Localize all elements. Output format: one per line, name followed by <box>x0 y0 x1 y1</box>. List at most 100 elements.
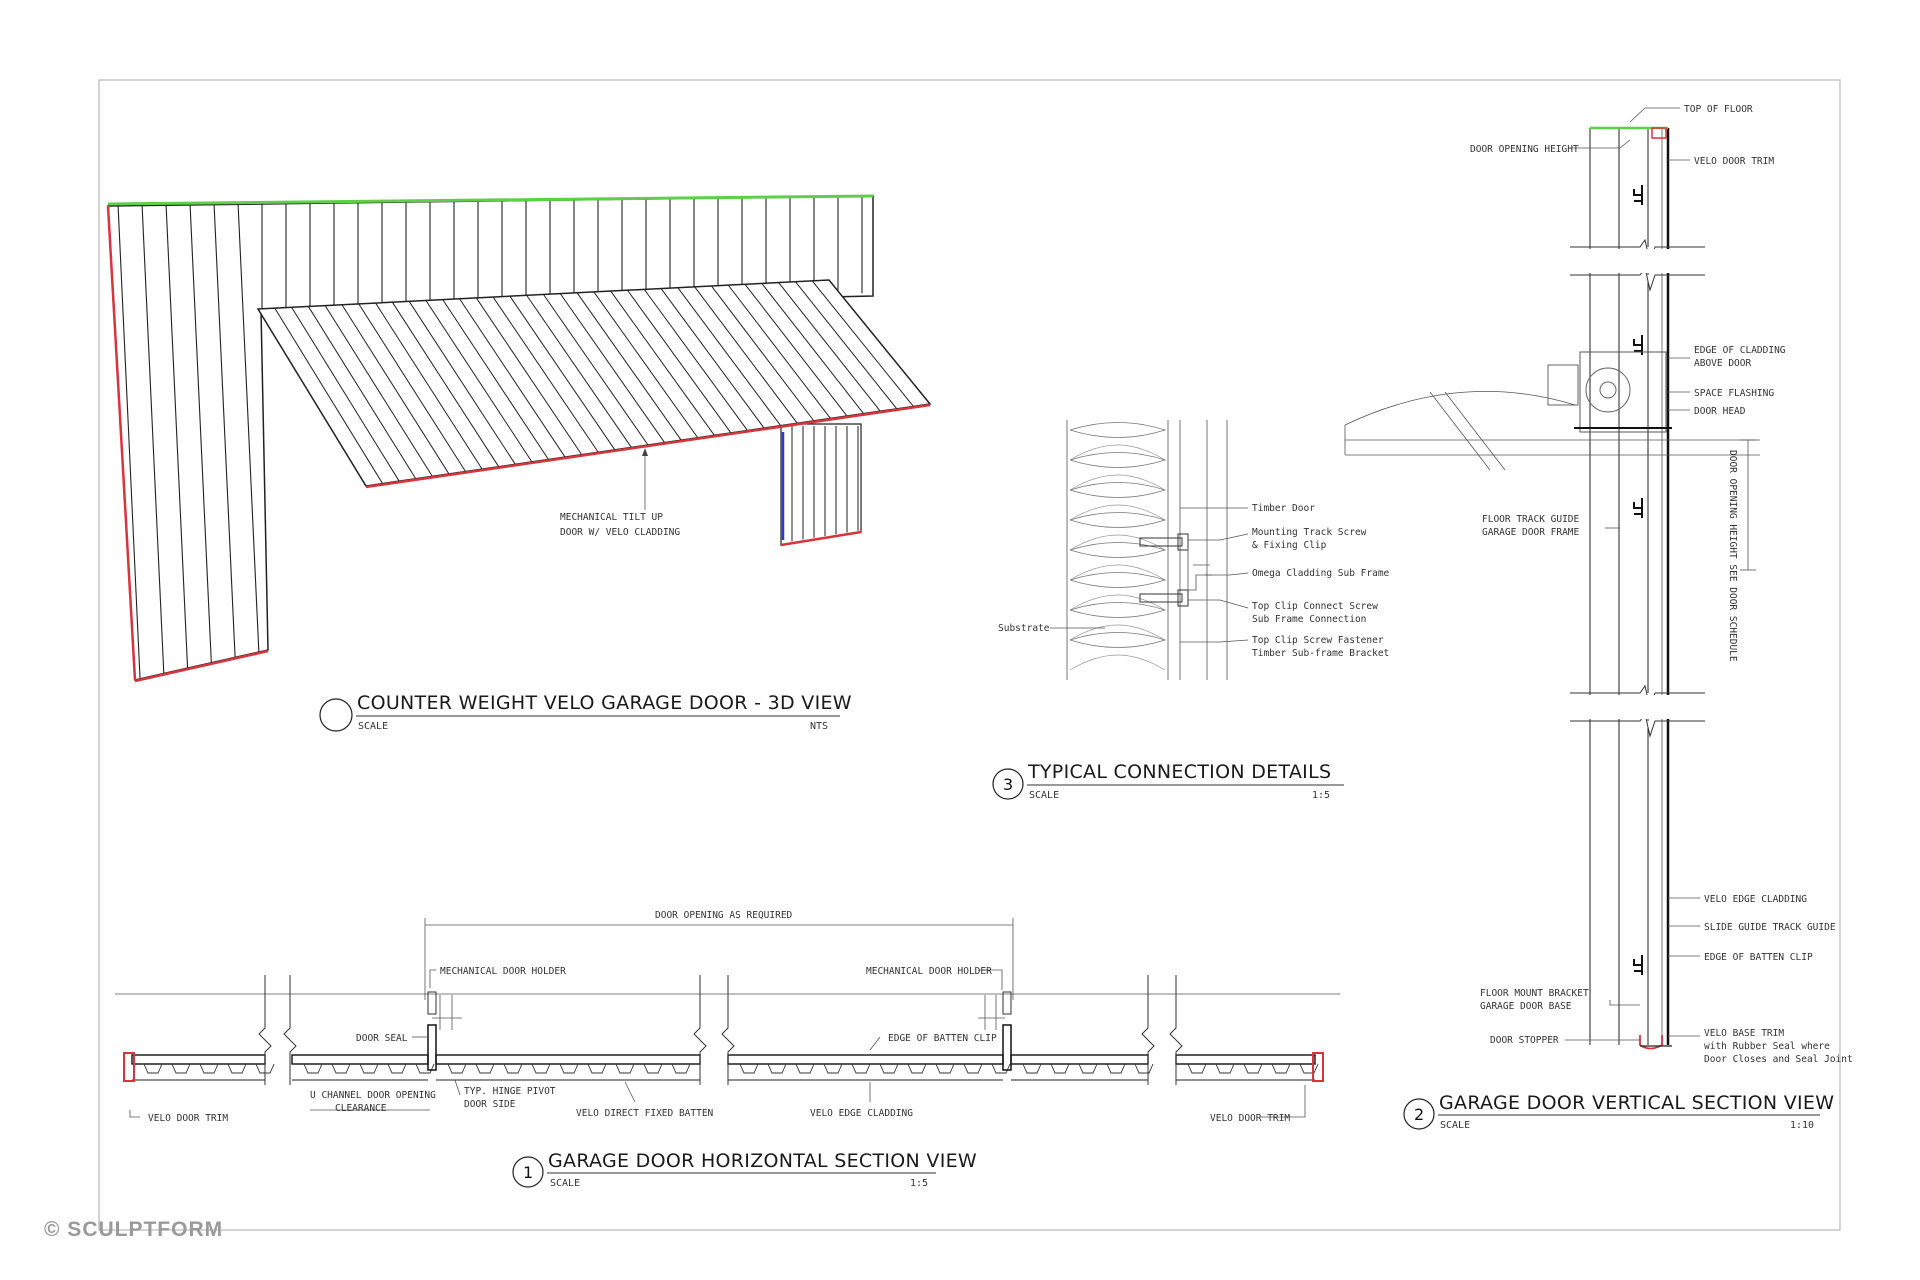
note-mech-door-holder-right: MECHANICAL DOOR HOLDER <box>866 966 992 977</box>
door-holders <box>427 991 1012 1071</box>
scale-label-3d: SCALE <box>358 721 388 732</box>
view-connection-detail: Timber Door Mounting Track Screw & Fixin… <box>998 420 1390 680</box>
clip-profile <box>143 1063 163 1074</box>
note-edge-batten-clip-h: EDGE OF BATTEN CLIP <box>888 1033 997 1044</box>
clip-profile <box>767 1063 787 1074</box>
door-board-line <box>408 301 516 465</box>
note-seal-joint: Door Closes and Seal Joint <box>1704 1054 1853 1065</box>
insulation-loop <box>1069 602 1167 618</box>
cladding-strip <box>435 1054 701 1065</box>
detail-number-1: 1 <box>523 1163 533 1182</box>
door-board-line <box>778 282 881 412</box>
scale-value-connection: 1:5 <box>1312 790 1330 801</box>
wall-board-line <box>117 203 141 680</box>
wall-board-line <box>141 203 165 675</box>
note-fixing-clip: & Fixing Clip <box>1252 540 1327 551</box>
clip-profile <box>387 1063 407 1074</box>
cladding-strip <box>727 1054 1004 1065</box>
break-line <box>1141 975 1155 1085</box>
note-velo-edge-cladding-h: VELO EDGE CLADDING <box>810 1108 913 1119</box>
cladding-strip <box>131 1054 266 1065</box>
clip-profile <box>303 1063 323 1074</box>
wall-bottom-edge <box>134 649 269 683</box>
dim-door-opening: DOOR OPENING AS REQUIRED <box>655 910 793 921</box>
clip-profile <box>475 1063 495 1074</box>
insulation-loop <box>1069 542 1167 558</box>
insulation-loop <box>1069 474 1166 491</box>
clip-profile <box>415 1063 435 1074</box>
note-hinge-pivot: TYP. HINGE PIVOT <box>464 1086 556 1097</box>
pier-bottom-edge <box>780 530 862 547</box>
insulation-loop <box>1069 624 1166 641</box>
note-floor-mount-bracket: FLOOR MOUNT BRACKET <box>1480 988 1589 999</box>
insulation-loop <box>1069 482 1167 498</box>
clip-profile <box>739 1063 759 1074</box>
note-clearance: CLEARANCE <box>335 1103 387 1114</box>
clip-profile <box>991 1063 1011 1074</box>
clip-profile <box>1106 1063 1126 1074</box>
title-block-connection: 3 TYPICAL CONNECTION DETAILS SCALE 1:5 <box>992 761 1344 801</box>
note-track-screw: Mounting Track Screw <box>1252 527 1367 538</box>
clip-profile <box>823 1063 843 1074</box>
note-floor-track-guide: FLOOR TRACK GUIDE <box>1482 514 1580 525</box>
note-garage-door-base: GARAGE DOOR BASE <box>1480 1001 1572 1012</box>
clip <box>1633 955 1643 975</box>
wall-board-line <box>189 203 212 664</box>
note-u-channel-opening: U CHANNEL DOOR OPENING <box>310 1090 436 1101</box>
clip-profile <box>935 1063 955 1074</box>
door-board-line <box>341 304 450 475</box>
door-board-line <box>761 283 865 414</box>
title-vertical-section: GARAGE DOOR VERTICAL SECTION VIEW <box>1439 1092 1834 1114</box>
note-direct-fixed-batten: VELO DIRECT FIXED BATTEN <box>576 1108 714 1119</box>
title-block-horizontal: 1 GARAGE DOOR HORIZONTAL SECTION VIEW SC… <box>512 1150 977 1189</box>
door-board-line <box>677 287 782 427</box>
clip-profile <box>1134 1063 1154 1074</box>
door-board-line <box>274 307 384 484</box>
break-line <box>258 975 272 1085</box>
note-door-side: DOOR SIDE <box>464 1099 516 1110</box>
note-omega-subframe: Omega Cladding Sub Frame <box>1252 568 1390 579</box>
clip-profile <box>587 1063 607 1074</box>
note-subframe-bracket: Timber Sub-frame Bracket <box>1252 648 1389 659</box>
clip-profile <box>1299 1063 1319 1074</box>
clip-profile <box>963 1063 983 1074</box>
clip-profile <box>1243 1063 1263 1074</box>
title-block-3d: COUNTER WEIGHT VELO GARAGE DOOR - 3D VIE… <box>319 692 852 732</box>
clip <box>1633 185 1643 205</box>
door-board-line <box>324 305 433 477</box>
note-above-door: ABOVE DOOR <box>1694 358 1751 369</box>
title-3d-view: COUNTER WEIGHT VELO GARAGE DOOR - 3D VIE… <box>357 692 852 714</box>
title-block-vertical: 2 GARAGE DOOR VERTICAL SECTION VIEW SCAL… <box>1403 1092 1834 1131</box>
title-horizontal-section: GARAGE DOOR HORIZONTAL SECTION VIEW <box>548 1150 977 1172</box>
door-board-line <box>727 284 831 419</box>
clip-profile <box>1271 1063 1291 1074</box>
door-board-line <box>559 293 665 443</box>
insulation-loop <box>1069 444 1166 461</box>
note-mech-door-holder-left: MECHANICAL DOOR HOLDER <box>440 966 566 977</box>
door-board-line <box>711 285 815 422</box>
clip-profile <box>615 1063 635 1074</box>
insulation-loop <box>1069 504 1166 521</box>
door-board-line <box>694 286 798 424</box>
door-board-line <box>593 291 699 439</box>
wall-top-edge <box>107 194 874 206</box>
door-head-assembly <box>1344 351 1760 471</box>
break-line <box>1169 975 1183 1085</box>
break-line <box>283 975 297 1085</box>
door-board-line <box>375 302 483 470</box>
insulation-loop <box>1069 654 1166 671</box>
insulation-loop <box>1069 632 1167 648</box>
door-cladding-boards <box>274 280 914 484</box>
wall-left-edge <box>106 205 137 681</box>
note-tilt-up: MECHANICAL TILT UP <box>560 512 663 523</box>
batten-clips <box>1633 185 1643 975</box>
door-board-line <box>492 296 599 453</box>
note-substrate: Substrate <box>998 623 1050 634</box>
door-board-line <box>425 300 533 463</box>
note-door-head: DOOR HEAD <box>1694 406 1746 417</box>
note-velo-edge-cladding-v: VELO EDGE CLADDING <box>1704 894 1807 905</box>
clip-profile <box>1215 1063 1235 1074</box>
pier-cladding-boards <box>791 426 859 542</box>
clip-profile <box>851 1063 871 1074</box>
